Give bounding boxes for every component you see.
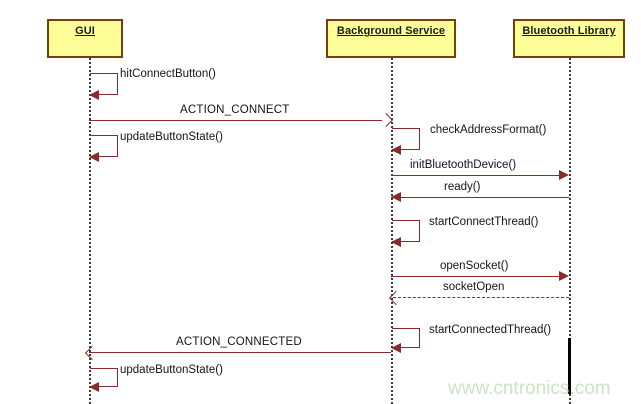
arrow-head-update-button-state-2	[89, 382, 99, 392]
arrow-head-hit-connect-button	[89, 90, 99, 100]
participant-background-service[interactable]: Background Service	[326, 19, 456, 58]
message-label-socket-open: socketOpen	[443, 281, 505, 293]
arrow-head-check-address-format	[391, 145, 401, 155]
message-label-start-connect-thread: startConnectThread()	[429, 216, 539, 228]
participant-gui[interactable]: GUI	[47, 19, 123, 58]
self-call-update-button-state-1	[90, 135, 118, 157]
arrow-head-update-button-state-1	[89, 152, 99, 162]
message-label-init-bluetooth-device: initBluetoothDevice()	[410, 159, 517, 171]
message-label-ready: ready()	[444, 181, 481, 193]
self-call-update-button-state-2	[90, 368, 118, 387]
arrow-head-open-socket	[559, 271, 569, 281]
self-call-check-address-format	[392, 128, 420, 150]
message-label-start-connected-thread: startConnectedThread()	[429, 324, 552, 336]
message-label-action-connect: ACTION_CONNECT	[180, 104, 290, 116]
message-line-socket-open	[393, 297, 569, 298]
lifeline-gui	[89, 58, 91, 404]
message-line-init-bluetooth-device	[391, 175, 561, 176]
arrow-head-ready	[391, 192, 401, 202]
arrow-head-init-bluetooth-device	[559, 170, 569, 180]
message-label-check-address-format: checkAddressFormat()	[430, 124, 547, 136]
watermark-text: www.cntronics.com	[448, 378, 611, 399]
participant-background-service-label: Background Service	[336, 25, 446, 37]
participant-bluetooth-library[interactable]: Bluetooth Library	[513, 19, 625, 58]
arrow-head-start-connected-thread	[391, 343, 401, 353]
participant-gui-label: GUI	[75, 25, 95, 37]
self-call-start-connected-thread	[392, 328, 420, 348]
message-line-action-connected	[89, 352, 391, 353]
message-label-hit-connect-button: hitConnectButton()	[120, 68, 216, 80]
lifeline-background-service	[391, 58, 393, 404]
message-label-action-connected: ACTION_CONNECTED	[176, 336, 302, 348]
message-line-open-socket	[391, 276, 561, 277]
message-line-action-connect	[89, 120, 382, 121]
self-call-start-connect-thread	[392, 220, 420, 242]
arrow-head-start-connect-thread	[391, 237, 401, 247]
message-label-update-button-state-1: updateButtonState()	[120, 131, 223, 143]
message-label-open-socket: openSocket()	[440, 260, 509, 272]
arrow-head-action-connected	[84, 345, 100, 361]
lifeline-bluetooth-library	[569, 58, 571, 404]
self-call-hit-connect-button	[90, 73, 118, 95]
participant-bluetooth-library-label: Bluetooth Library	[522, 25, 616, 37]
message-line-ready	[391, 197, 569, 198]
activation-bar-bluetooth-library	[568, 338, 571, 394]
message-label-update-button-state-2: updateButtonState()	[120, 364, 223, 376]
